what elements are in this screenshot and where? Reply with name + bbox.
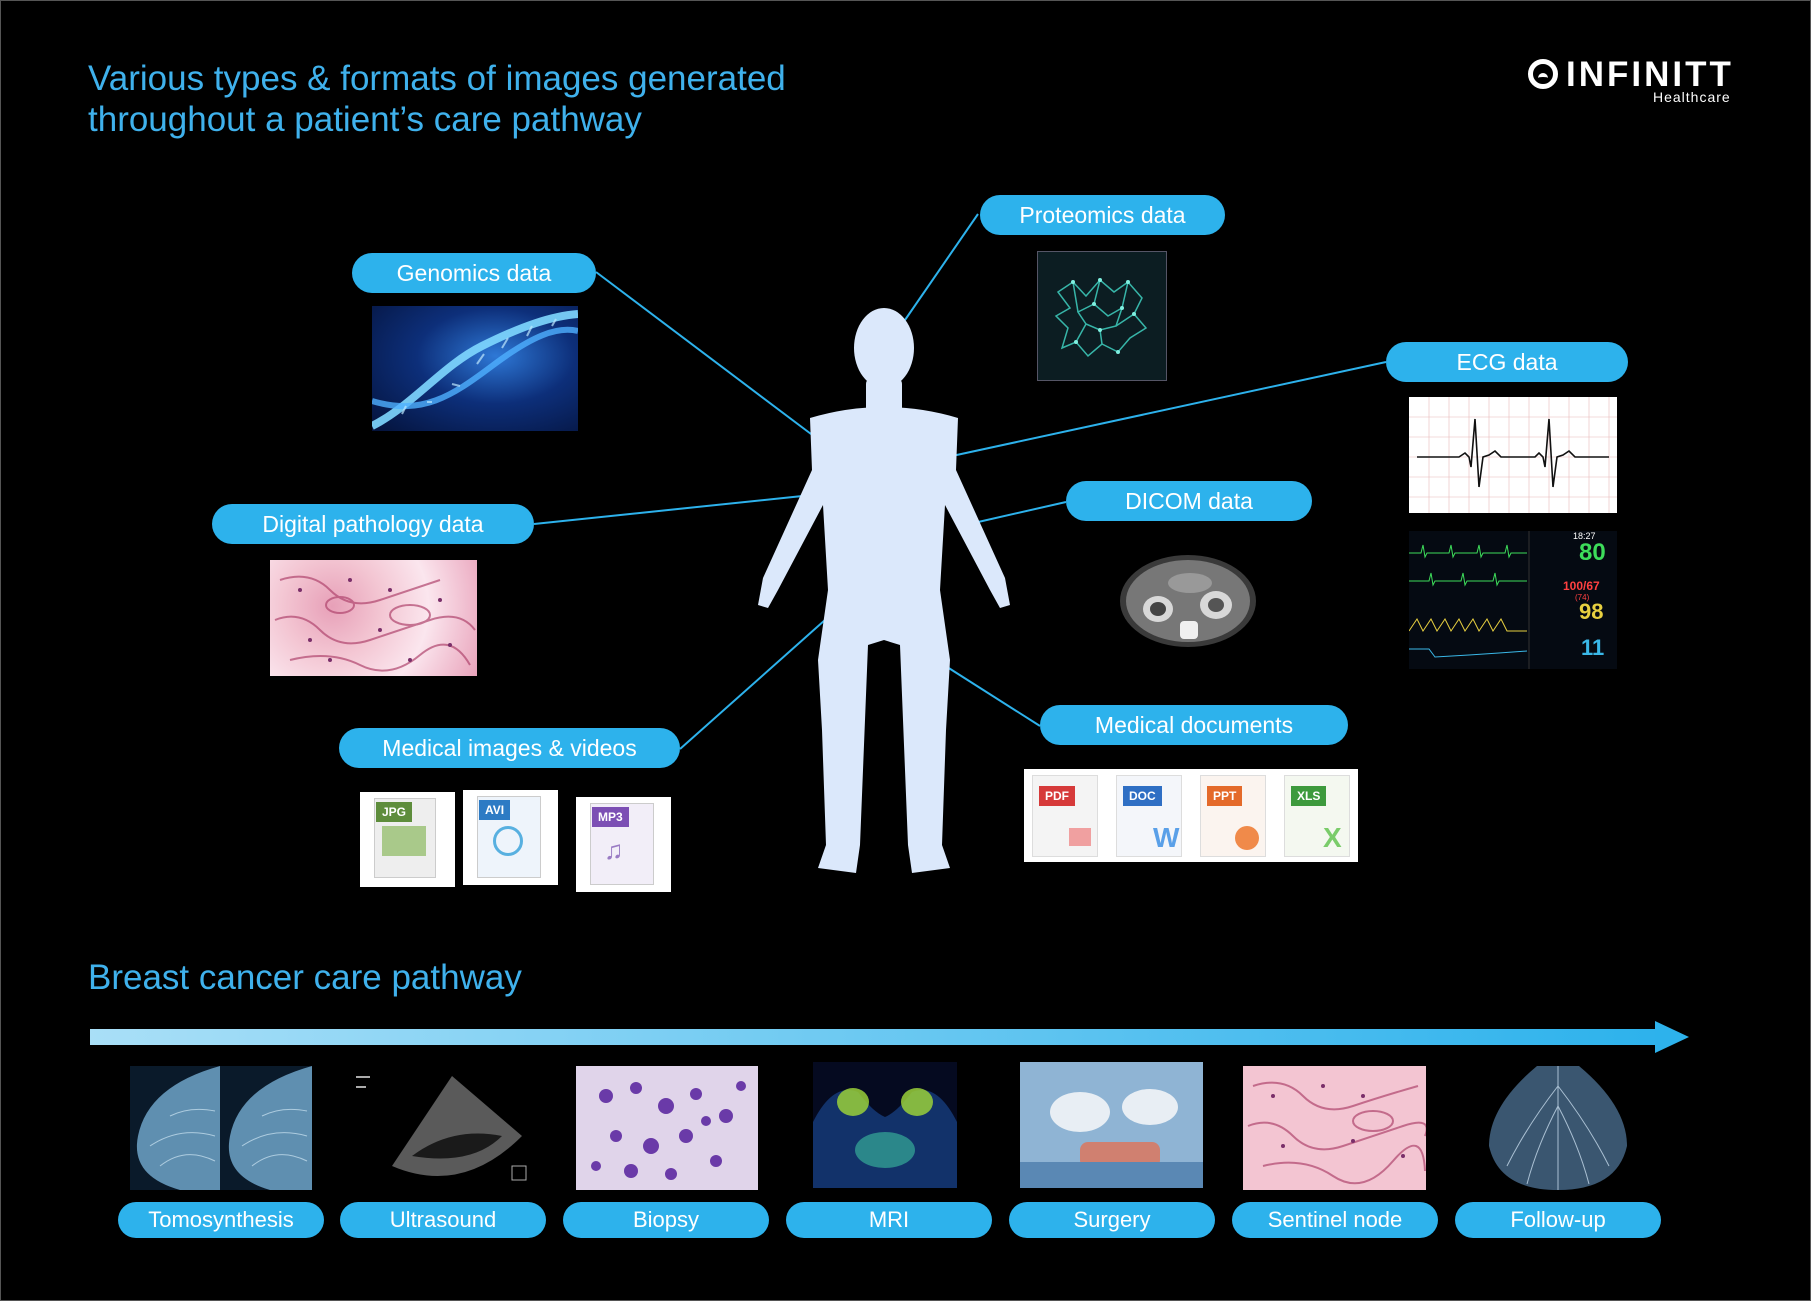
step-surgery: Surgery bbox=[1009, 1202, 1215, 1238]
label-genomics: Genomics data bbox=[352, 253, 596, 293]
monitor-time: 18:27 bbox=[1573, 531, 1596, 541]
mp3-file-icon: ♫ MP3 bbox=[576, 797, 671, 892]
music-note-icon: ♫ bbox=[604, 835, 624, 865]
logo-name: INFINITT bbox=[1566, 55, 1734, 94]
breast-mri-image bbox=[813, 1062, 957, 1188]
pdf-file-icon: PDF bbox=[1032, 775, 1098, 857]
connector-genomics bbox=[595, 271, 816, 438]
step-tomosynthesis: Tomosynthesis bbox=[118, 1202, 324, 1238]
doc-file-tag: DOC bbox=[1123, 786, 1162, 806]
word-letter-icon: W bbox=[1153, 822, 1180, 853]
avi-file-icon: AVI bbox=[463, 790, 558, 885]
sentinel-node-image bbox=[1243, 1066, 1426, 1190]
connector-media bbox=[679, 619, 826, 750]
connector-ecg bbox=[951, 361, 1387, 457]
label-ecg: ECG data bbox=[1386, 342, 1628, 382]
monitor-respiration: 11 bbox=[1581, 635, 1605, 660]
connector-proteomics bbox=[904, 213, 979, 321]
label-digital-pathology: Digital pathology data bbox=[212, 504, 534, 544]
ct-scan-image bbox=[1110, 543, 1267, 658]
ppt-file-tag: PPT bbox=[1207, 786, 1243, 806]
excel-letter-icon: X bbox=[1323, 822, 1342, 853]
step-sentinel-node: Sentinel node bbox=[1232, 1202, 1438, 1238]
step-biopsy: Biopsy bbox=[563, 1202, 769, 1238]
jpg-file-tag: JPG bbox=[376, 802, 413, 822]
dna-image bbox=[372, 306, 578, 431]
pathology-slide-image bbox=[270, 560, 477, 676]
surgery-image bbox=[1020, 1062, 1203, 1188]
step-follow-up: Follow-up bbox=[1455, 1202, 1661, 1238]
pdf-file-tag: PDF bbox=[1039, 786, 1075, 806]
pathway-title: Breast cancer care pathway bbox=[88, 958, 522, 997]
connector-documents bbox=[943, 664, 1041, 727]
doc-file-icon: DOC W bbox=[1116, 775, 1182, 857]
monitor-heart-rate: 80 bbox=[1579, 539, 1606, 566]
logo-subtitle: Healthcare bbox=[1653, 89, 1731, 105]
mp3-file-tag: MP3 bbox=[592, 807, 629, 827]
body-silhouette-icon bbox=[758, 308, 1010, 873]
connector-pathology bbox=[533, 494, 813, 525]
follow-up-mammogram-image bbox=[1467, 1066, 1649, 1190]
document-icons-panel: PDF DOC W PPT XLS X bbox=[1024, 769, 1358, 862]
ultrasound-image bbox=[352, 1066, 534, 1190]
infinitt-logo: INFINITT Healthcare bbox=[1528, 56, 1763, 106]
biopsy-image bbox=[576, 1066, 758, 1190]
step-ultrasound: Ultrasound bbox=[340, 1202, 546, 1238]
pathway-arrow-shaft bbox=[90, 1029, 1660, 1045]
monitor-bp-mean: (74) bbox=[1575, 593, 1590, 602]
step-mri: MRI bbox=[786, 1202, 992, 1238]
label-medical-documents: Medical documents bbox=[1040, 705, 1348, 745]
title-line-1: Various types & formats of images genera… bbox=[88, 59, 786, 98]
label-dicom: DICOM data bbox=[1066, 481, 1312, 521]
monitor-blood-pressure: 100/67 bbox=[1563, 579, 1600, 593]
connector-dicom bbox=[964, 501, 1067, 526]
ppt-file-icon: PPT bbox=[1200, 775, 1266, 857]
avi-file-tag: AVI bbox=[479, 800, 511, 820]
page-title: Various types & formats of images genera… bbox=[88, 58, 786, 140]
protein-structure-image bbox=[1037, 251, 1167, 381]
jpg-file-icon: JPG bbox=[360, 792, 455, 887]
logo-mark-icon bbox=[1528, 59, 1558, 89]
label-medical-media: Medical images & videos bbox=[339, 728, 680, 768]
pathway-arrow-head-icon bbox=[1655, 1021, 1689, 1053]
label-proteomics: Proteomics data bbox=[980, 195, 1225, 235]
xls-file-icon: XLS X bbox=[1284, 775, 1350, 857]
tomosynthesis-image bbox=[130, 1066, 312, 1190]
xls-file-tag: XLS bbox=[1291, 786, 1327, 806]
title-line-2: throughout a patient’s care pathway bbox=[88, 100, 642, 139]
ecg-chart-image bbox=[1409, 397, 1617, 513]
vital-signs-monitor-image: 18:27 80 100/67 (74) 98 11 bbox=[1409, 531, 1617, 669]
monitor-spo2: 98 bbox=[1579, 599, 1604, 624]
